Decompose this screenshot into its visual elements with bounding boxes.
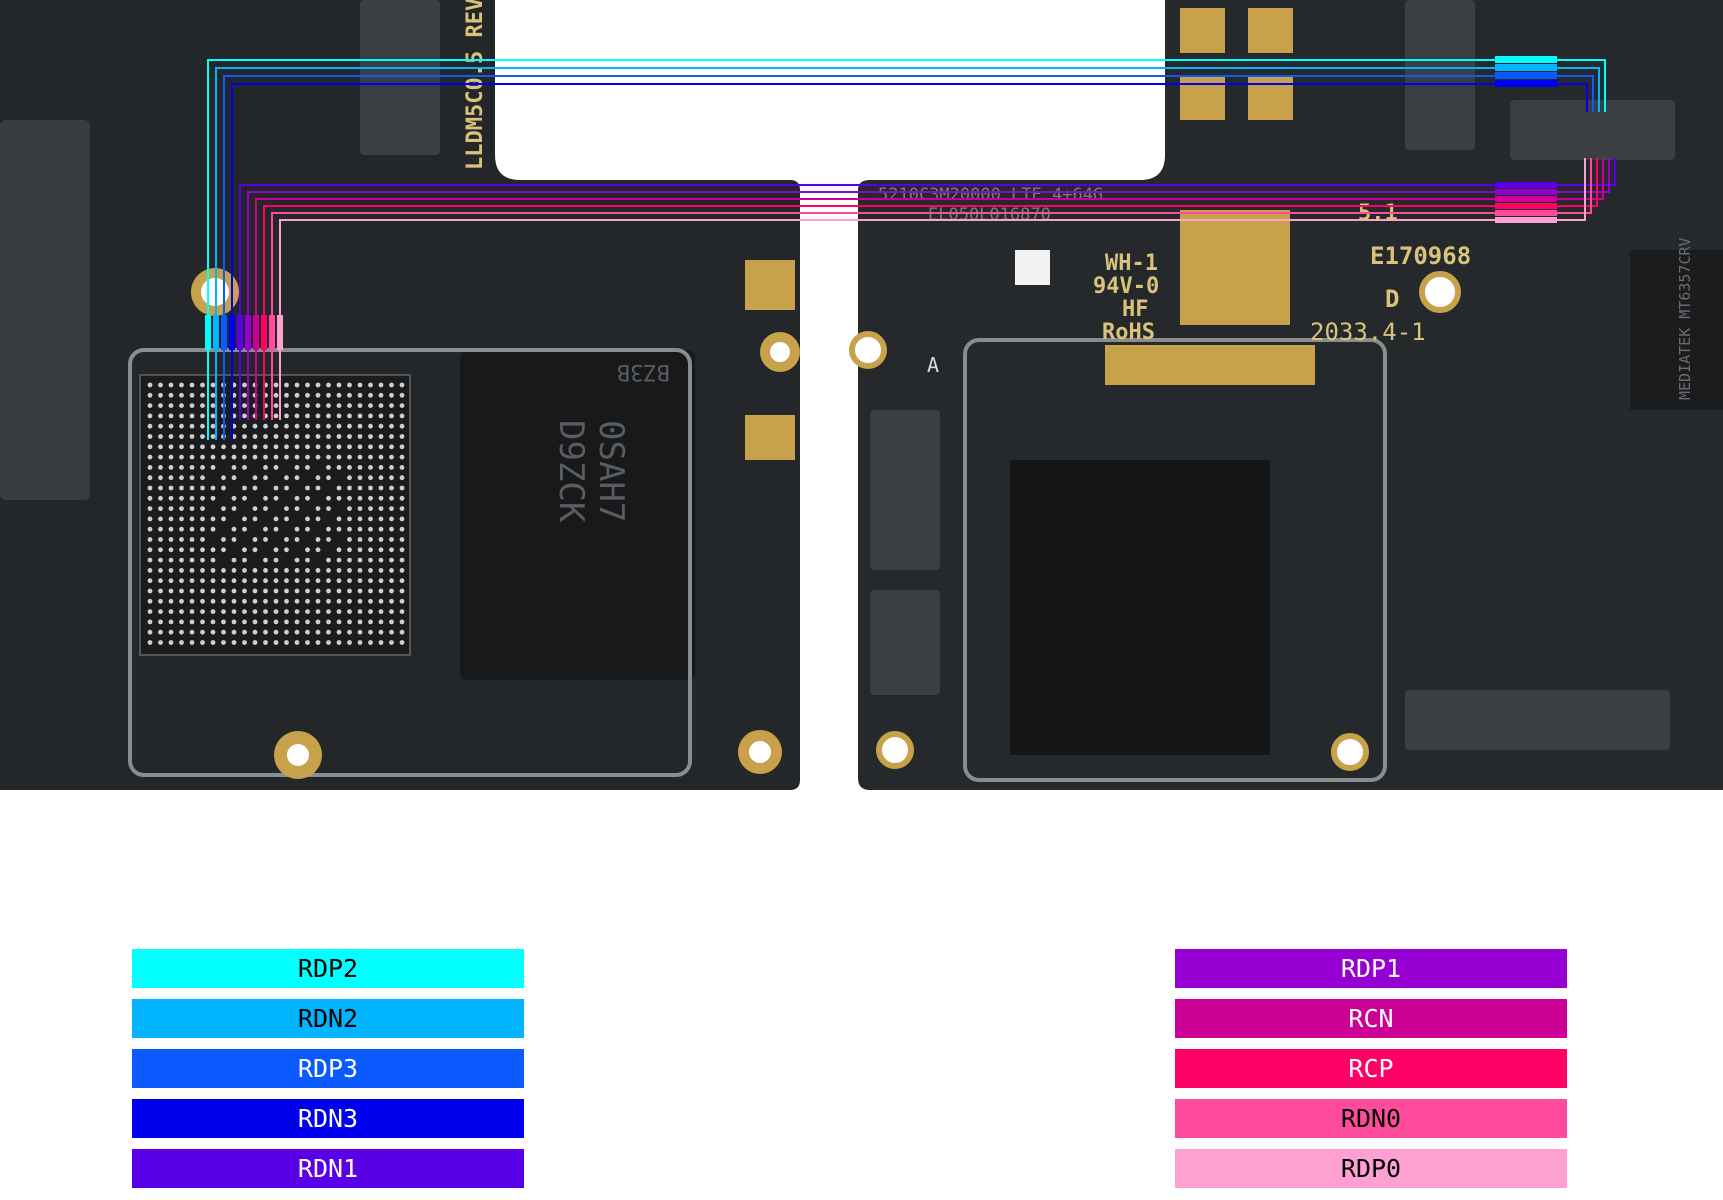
ul-letter: D bbox=[1385, 285, 1399, 313]
gold-pad-1 bbox=[745, 260, 795, 310]
shield-can bbox=[1010, 460, 1270, 755]
chip-left-marking-1: 0SAH7 bbox=[591, 420, 631, 522]
legend-item-rdn0: RDN0 bbox=[1175, 1099, 1567, 1138]
side-connector-2 bbox=[870, 590, 940, 695]
signal-test-pads bbox=[205, 315, 283, 350]
pcb-code-line2: EL050L016870 bbox=[928, 205, 1051, 225]
gold-pad-5 bbox=[1180, 75, 1225, 120]
legend-item-rdp3: RDP3 bbox=[132, 1049, 524, 1088]
bottom-connector bbox=[1405, 690, 1670, 750]
soc-bga-pads bbox=[147, 382, 405, 645]
gold-pad-3 bbox=[1180, 8, 1225, 53]
chip-left-code: BZ3B bbox=[617, 359, 670, 384]
marker-a: A bbox=[927, 353, 939, 377]
mount-hole-right-3 bbox=[1331, 733, 1369, 771]
legend-item-rdn2: RDN2 bbox=[132, 999, 524, 1038]
gold-pad-8 bbox=[1105, 345, 1315, 385]
top-connector-left bbox=[360, 0, 440, 155]
mount-hole-right-4 bbox=[1419, 271, 1461, 313]
gold-pad-7 bbox=[1180, 210, 1290, 325]
legend-item-rdp1: RDP1 bbox=[1175, 949, 1567, 988]
soc-bga-area bbox=[139, 374, 411, 656]
display-connector bbox=[1510, 100, 1675, 160]
pmic-chip bbox=[1630, 250, 1723, 410]
rating-4: RoHS bbox=[1102, 320, 1155, 345]
mount-hole-right-2 bbox=[876, 731, 914, 769]
mount-hole-right-1 bbox=[849, 331, 887, 369]
legend-item-rcp: RCP bbox=[1175, 1049, 1567, 1088]
rating-2: 94V-0 bbox=[1093, 274, 1159, 299]
legend-item-rcn: RCN bbox=[1175, 999, 1567, 1038]
pcb-code-line1: 5210C3M20000 LTE 4+64G bbox=[878, 185, 1103, 205]
right-chip-marking: MEDIATEK MT6357CRV bbox=[1676, 237, 1694, 400]
right-shield-frame bbox=[963, 338, 1387, 782]
gold-pad-4 bbox=[1248, 8, 1293, 53]
side-connector-1 bbox=[870, 410, 940, 570]
white-led bbox=[1015, 250, 1050, 285]
chip-left-marking-2: D9ZCK bbox=[551, 420, 591, 523]
ul-mark: E170968 bbox=[1370, 242, 1471, 270]
gold-pad-6 bbox=[1248, 75, 1293, 120]
gold-pad-2 bbox=[745, 415, 795, 460]
pcb-diagram: LLDM5C0.5 REV:G1 0SAH7 D9ZCK BZ3B 5210C3… bbox=[0, 0, 1723, 790]
soc-shield-frame bbox=[128, 348, 692, 777]
memory-chip bbox=[460, 350, 695, 680]
legend-item-rdn3: RDN3 bbox=[132, 1099, 524, 1138]
legend-item-rdp0: RDP0 bbox=[1175, 1149, 1567, 1188]
rating-1: WH-1 bbox=[1105, 251, 1158, 276]
rating-3: HF bbox=[1122, 297, 1149, 322]
sim-tray-outline bbox=[0, 120, 90, 500]
legend-item-rdn1: RDN1 bbox=[132, 1149, 524, 1188]
connector-pin-labels bbox=[1495, 56, 1557, 223]
date-code: 2033.4-1 bbox=[1310, 318, 1426, 346]
legend-item-rdp2: RDP2 bbox=[132, 949, 524, 988]
